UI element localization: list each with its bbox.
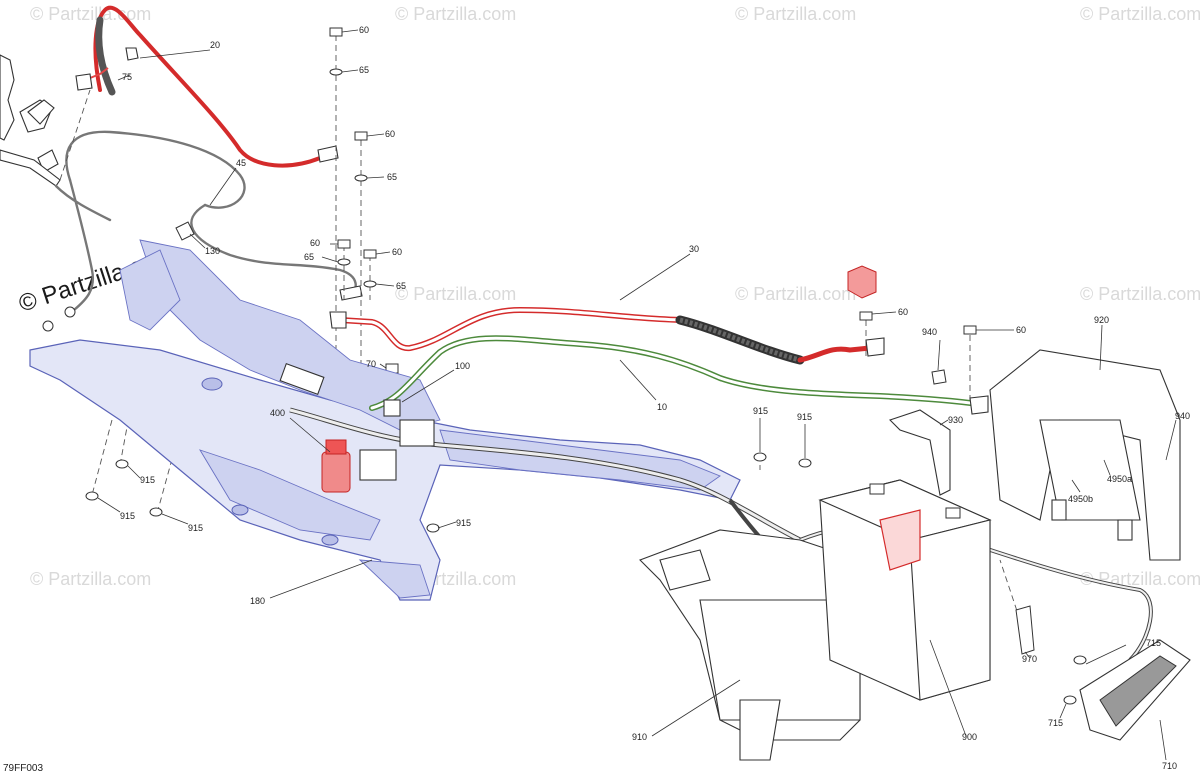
callout-60: 60 bbox=[898, 307, 908, 317]
callout-130: 130 bbox=[205, 246, 220, 256]
callout-920: 920 bbox=[1094, 315, 1109, 325]
clip-130-icon bbox=[175, 221, 195, 241]
callout-30: 30 bbox=[689, 244, 699, 254]
tail-light-710 bbox=[1063, 639, 1191, 741]
callout-labels: 20 75 45 60 65 60 65 130 60 65 60 65 30 … bbox=[120, 25, 1190, 771]
callout-45: 45 bbox=[236, 158, 246, 168]
ground-cable-10 bbox=[369, 335, 989, 417]
rivet-915-icon bbox=[753, 452, 767, 462]
callout-915: 915 bbox=[188, 523, 203, 533]
rivet-915-icon bbox=[149, 507, 163, 517]
callout-915: 915 bbox=[140, 475, 155, 485]
nut-60-icon bbox=[337, 239, 351, 249]
washer-65-icon bbox=[329, 68, 343, 76]
battery-tray-910 bbox=[639, 529, 861, 761]
callout-915: 915 bbox=[120, 511, 135, 521]
callout-65: 65 bbox=[396, 281, 406, 291]
rivet-915-icon bbox=[115, 459, 129, 469]
washer-65-icon bbox=[363, 280, 377, 288]
positive-cable-30 bbox=[329, 265, 885, 365]
callout-715: 715 bbox=[1146, 638, 1161, 648]
callout-940: 940 bbox=[1175, 411, 1190, 421]
washer-65-icon bbox=[337, 258, 351, 266]
rivet-915-icon bbox=[85, 491, 99, 501]
washer-65-icon bbox=[354, 174, 368, 182]
watermark-text: © Partzilla.com bbox=[395, 4, 516, 24]
bolt-970-icon bbox=[1015, 605, 1035, 655]
callout-915: 915 bbox=[753, 406, 768, 416]
main-wire-harness bbox=[279, 362, 1153, 662]
callout-915: 915 bbox=[456, 518, 471, 528]
callout-970: 970 bbox=[1022, 654, 1037, 664]
callout-910: 910 bbox=[632, 732, 647, 742]
battery-900 bbox=[818, 479, 992, 701]
callout-65: 65 bbox=[387, 172, 397, 182]
callout-20: 20 bbox=[210, 40, 220, 50]
callout-915: 915 bbox=[797, 412, 812, 422]
diagram-code: 79FF003 bbox=[3, 763, 43, 774]
watermark-text: © Partzilla.com bbox=[735, 284, 856, 304]
callout-710: 710 bbox=[1162, 761, 1177, 771]
rivet-915-icon bbox=[426, 523, 440, 533]
nut-60-icon bbox=[859, 311, 873, 321]
callout-70: 70 bbox=[366, 359, 376, 369]
watermark-text: © Partzilla.com bbox=[395, 284, 516, 304]
cover-panel-920 bbox=[989, 349, 1181, 561]
watermark-text: © Partzilla.com bbox=[1080, 284, 1200, 304]
nut-60-icon bbox=[354, 131, 368, 141]
callout-60: 60 bbox=[359, 25, 369, 35]
positive-cable-20 bbox=[27, 5, 339, 168]
callout-715: 715 bbox=[1048, 718, 1063, 728]
watermark-text: © Partzilla.com bbox=[30, 569, 151, 589]
watermark-text: © Partzilla.com bbox=[1080, 4, 1200, 24]
connector-cluster-left bbox=[0, 54, 61, 187]
battery-strap-930 bbox=[879, 409, 951, 571]
watermark-text: © Partzilla.com bbox=[30, 4, 151, 24]
callout-75: 75 bbox=[122, 72, 132, 82]
nut-60-icon bbox=[363, 249, 377, 259]
frame-180 bbox=[29, 239, 741, 601]
callout-4950b: 4950b bbox=[1068, 494, 1093, 504]
nut-60-icon bbox=[329, 27, 343, 37]
watermark-text: © Partzilla.com bbox=[735, 4, 856, 24]
leader-lines bbox=[97, 29, 1177, 761]
clip-940-icon bbox=[931, 369, 947, 385]
callout-60: 60 bbox=[1016, 325, 1026, 335]
callout-10: 10 bbox=[657, 402, 667, 412]
callout-65: 65 bbox=[304, 252, 314, 262]
callout-100: 100 bbox=[455, 361, 470, 371]
callout-4950a: 4950a bbox=[1107, 474, 1132, 484]
watermark-text: © Partzilla.com bbox=[1080, 569, 1200, 589]
callout-65: 65 bbox=[359, 65, 369, 75]
starter-solenoid-400 bbox=[289, 417, 351, 493]
callout-180: 180 bbox=[250, 596, 265, 606]
rivet-915-icon bbox=[798, 458, 812, 468]
callout-60: 60 bbox=[392, 247, 402, 257]
callout-930: 930 bbox=[948, 415, 963, 425]
callout-60: 60 bbox=[310, 238, 320, 248]
callout-400: 400 bbox=[270, 408, 285, 418]
callout-900: 900 bbox=[962, 732, 977, 742]
wire-harness-45 bbox=[42, 130, 363, 332]
callout-940: 940 bbox=[922, 327, 937, 337]
nut-60-icon bbox=[963, 325, 977, 335]
callout-60: 60 bbox=[385, 129, 395, 139]
